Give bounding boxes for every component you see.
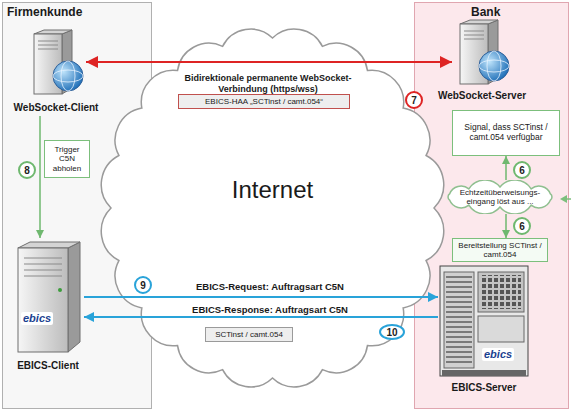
callout-number: 6 [513,161,531,179]
tower-top [18,242,80,248]
cloud-shape [101,29,443,387]
callout-number: 8 [18,161,36,179]
callout-number: 9 [134,276,152,294]
logo-text: ebics [21,312,53,325]
ebics-server: ebicsEBICS-Server [438,264,530,396]
node-text: EBICS-Server [434,382,534,394]
node-text: Bank [471,6,500,20]
edge-label: EBICS-Response: Auftragsart C5N [150,304,390,315]
payload-box: SCTinst / camt.054 [205,327,293,342]
haa-box: EBICS-HAA „SCTinst / camt.054“ [178,94,350,109]
globe-meridian [61,61,75,91]
callout-number: 7 [405,91,423,109]
node-text: WebSocket-Server [430,90,534,102]
drive-bays [24,258,62,276]
node-text: SCTinst / camt.054 [215,330,283,339]
server-base [442,370,526,376]
provision-box: Bereitstellung SCTinst / camt.054 [452,238,548,262]
tower-side [68,242,80,352]
callout-number: 10 [379,324,405,340]
server-panel [478,272,524,312]
drive-bays [464,31,484,39]
node-text: Trigger C5N abholen [46,145,88,173]
websocket-client: WebSocket-Client [26,28,86,116]
edge-label: EBICS-Request: Auftragsart C5N [150,281,390,292]
server-grid [481,275,521,309]
globe-meridian [487,51,501,81]
node-text: Firmenkunde [7,6,82,20]
node-text: EBICS-HAA „SCTinst / camt.054“ [205,97,323,106]
ebics-client-icon [18,242,80,352]
server-bay [478,316,524,342]
node-text: EBICS-Client [0,360,98,372]
cloud-shape [448,180,552,214]
power-led [58,288,62,292]
globe-parallel [53,70,83,82]
globe [479,51,509,81]
server-slots [446,274,472,366]
callout-number: 6 [513,217,531,235]
websocket-server: WebSocket-Server [452,18,512,106]
logo-text: ebics [482,348,514,361]
drive-bays [38,41,58,49]
trigger-note: Trigger C5N abholen [44,140,90,178]
ebics-server-icon [440,266,528,376]
node-text: Signal, dass SCTinst / camt.054 verfügba… [458,123,554,143]
node-text: Bereitstellung SCTinst / camt.054 [454,241,546,259]
incoming-transfer-cloud: Echtzeitüberweisungs- eingang löst aus .… [440,180,560,214]
edge-label: Bidirektionale permanente WebSocket-Verb… [168,73,368,95]
server-rack [444,272,474,368]
node-text: WebSocket-Client [4,102,108,114]
node-text: Internet [95,176,450,204]
ebics-client: ebicsEBICS-Client [12,238,84,374]
node-text: Echtzeitüberweisungs- eingang löst aus .… [450,188,550,206]
signal-box: Signal, dass SCTinst / camt.054 verfügba… [452,110,560,156]
tower-front [18,248,68,352]
server-cabinet [440,266,528,376]
globe [53,61,83,91]
globe-parallel [479,60,509,72]
